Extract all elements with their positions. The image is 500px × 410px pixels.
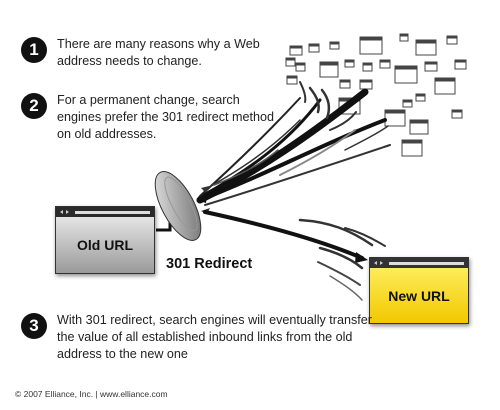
copyright-footer: © 2007 Elliance, Inc. | www.elliance.com — [15, 389, 168, 399]
step-text: There are many reasons why a Web address… — [57, 37, 260, 68]
step-text: With 301 redirect, search engines will e… — [57, 313, 372, 361]
forward-arrow-icon — [380, 261, 383, 265]
back-arrow-icon — [374, 261, 377, 265]
address-bar — [389, 261, 464, 265]
browser-toolbar — [370, 258, 468, 268]
old-url-label: Old URL — [77, 237, 133, 253]
forward-arrow-icon — [66, 210, 69, 214]
new-url-window: New URL — [369, 257, 469, 324]
inbound-link-arrows — [196, 81, 391, 214]
step-2: 2 For a permanent change, search engines… — [21, 92, 281, 143]
address-bar — [75, 210, 150, 214]
step-number-badge: 2 — [21, 93, 47, 119]
step-number-badge: 3 — [21, 313, 47, 339]
browser-toolbar — [56, 207, 154, 217]
step-3: 3 With 301 redirect, search engines will… — [21, 312, 381, 363]
redirect-label: 301 Redirect — [166, 256, 253, 272]
step-1: 1 There are many reasons why a Web addre… — [21, 36, 281, 70]
redirect-arrows — [203, 210, 386, 301]
back-arrow-icon — [60, 210, 63, 214]
inbound-page-icons — [285, 33, 467, 157]
new-url-label: New URL — [388, 287, 450, 304]
redirect-dish-icon — [154, 171, 202, 241]
step-number-badge: 1 — [21, 37, 47, 63]
old-url-window: Old URL — [55, 206, 155, 274]
step-text: For a permanent change, search engines p… — [57, 93, 275, 141]
